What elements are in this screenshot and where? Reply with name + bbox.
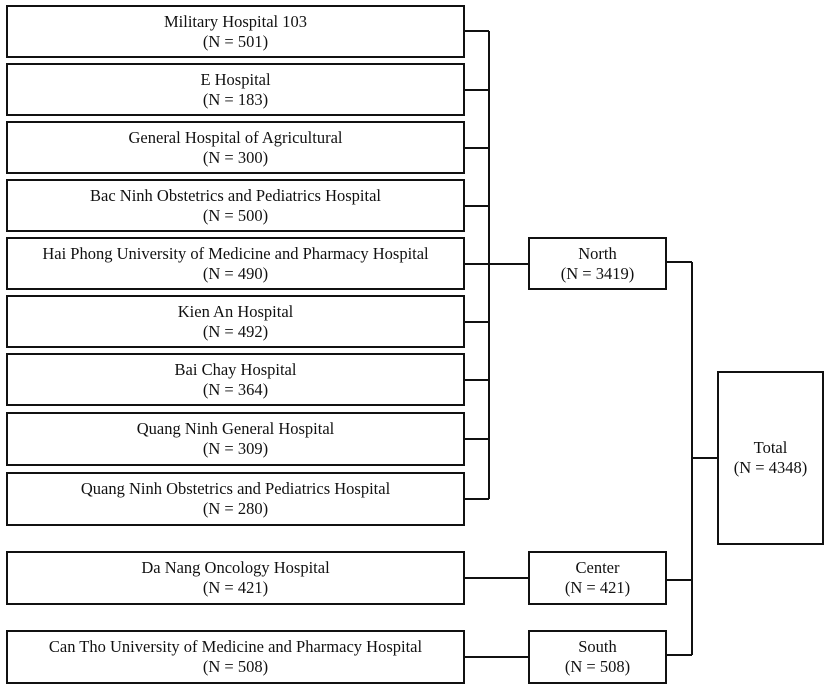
region-box-south: South (N = 508) — [528, 630, 667, 684]
region-name: South — [578, 637, 617, 656]
hospital-count: (N = 280) — [202, 499, 269, 518]
region-name: North — [578, 243, 617, 263]
hospital-box-hai-phong: Hai Phong University of Medicine and Pha… — [6, 237, 465, 290]
hospital-name: Quang Ninh Obstetrics and Pediatrics Hos… — [80, 479, 391, 498]
hospital-name: Quang Ninh General Hospital — [136, 419, 335, 438]
hospital-name: Can Tho University of Medicine and Pharm… — [48, 637, 423, 656]
region-count: (N = 421) — [564, 578, 631, 597]
hospital-box-general-agricultural: General Hospital of Agricultural (N = 30… — [6, 121, 465, 174]
hospital-box-kien-an: Kien An Hospital (N = 492) — [6, 295, 465, 348]
hospital-name: General Hospital of Agricultural — [128, 127, 343, 147]
hospital-name: E Hospital — [200, 69, 271, 89]
region-count: (N = 3419) — [560, 263, 635, 283]
hospital-box-can-tho: Can Tho University of Medicine and Pharm… — [6, 630, 465, 684]
hospital-count: (N = 183) — [202, 89, 269, 109]
hospital-count: (N = 364) — [202, 379, 269, 399]
region-count: (N = 508) — [564, 657, 631, 676]
total-box: Total (N = 4348) — [717, 371, 824, 545]
region-name: Center — [575, 558, 620, 577]
hospital-count: (N = 421) — [202, 578, 269, 597]
hospital-name: Bai Chay Hospital — [174, 359, 297, 379]
hospital-count: (N = 508) — [202, 657, 269, 676]
region-box-north: North (N = 3419) — [528, 237, 667, 290]
hospital-box-bai-chay: Bai Chay Hospital (N = 364) — [6, 353, 465, 406]
hospital-name: Military Hospital 103 — [164, 11, 307, 31]
hospital-count: (N = 492) — [202, 321, 269, 341]
hospital-name: Bac Ninh Obstetrics and Pediatrics Hospi… — [90, 185, 381, 205]
hospital-box-bac-ninh: Bac Ninh Obstetrics and Pediatrics Hospi… — [6, 179, 465, 232]
hospital-count: (N = 300) — [202, 147, 269, 167]
hospital-count: (N = 500) — [202, 205, 269, 225]
hospital-count: (N = 490) — [202, 263, 269, 283]
hospital-box-e-hospital: E Hospital (N = 183) — [6, 63, 465, 116]
hospital-box-da-nang: Da Nang Oncology Hospital (N = 421) — [6, 551, 465, 605]
hospital-box-military-103: Military Hospital 103 (N = 501) — [6, 5, 465, 58]
hospital-box-quang-ninh-obstetrics: Quang Ninh Obstetrics and Pediatrics Hos… — [6, 472, 465, 526]
total-count: (N = 4348) — [733, 458, 808, 477]
hospital-count: (N = 501) — [202, 31, 269, 51]
total-label: Total — [753, 438, 788, 457]
hospital-name: Kien An Hospital — [177, 301, 294, 321]
hospital-box-quang-ninh-general: Quang Ninh General Hospital (N = 309) — [6, 412, 465, 466]
hospital-name: Hai Phong University of Medicine and Pha… — [42, 243, 429, 263]
hospital-count: (N = 309) — [202, 439, 269, 458]
hospital-name: Da Nang Oncology Hospital — [141, 558, 330, 577]
region-box-center: Center (N = 421) — [528, 551, 667, 605]
